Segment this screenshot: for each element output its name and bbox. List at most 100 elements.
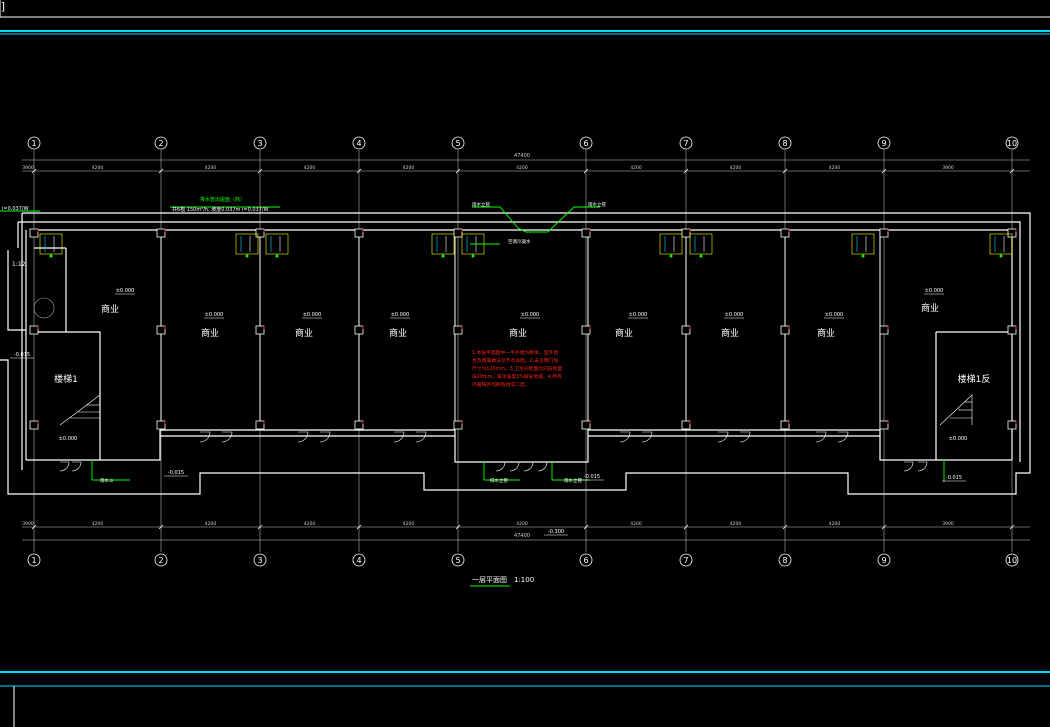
- fixture-drain: [245, 254, 249, 258]
- dim-tick: [1009, 168, 1015, 174]
- level-marks: -0.015-0.015-0.015-0.015-0.300: [10, 352, 966, 536]
- level-mark: -0.015: [14, 352, 30, 358]
- door-swing: [717, 431, 729, 443]
- axis-label: 4: [356, 556, 361, 565]
- column: [354, 420, 364, 430]
- door-swing: [393, 431, 405, 443]
- fixture-drain: [669, 254, 673, 258]
- axis-bubble: [679, 136, 693, 150]
- stair-symbols: [33, 297, 973, 426]
- dim-tick: [31, 168, 37, 174]
- axis-label: 2: [158, 139, 163, 148]
- dim-tick: [881, 524, 887, 530]
- column: [453, 325, 463, 335]
- red-note-line: 台及雨篷做法见节点详图。2.未注明门垛: [472, 357, 558, 364]
- segment-dim: 4200: [630, 521, 642, 527]
- red-note: 1.本层平面图中一半外墙为砌体，室外窗台及雨篷做法见节点详图。2.未注明门垛尺寸…: [472, 349, 562, 388]
- segment-dim: 4200: [205, 165, 217, 171]
- fixture-drain: [861, 254, 865, 258]
- level-mark: -0.300: [548, 529, 564, 535]
- green-label: 雨水立管: [564, 477, 582, 484]
- door-swing: [415, 431, 427, 443]
- room-label: 商业: [295, 327, 313, 339]
- column: [29, 420, 39, 430]
- room-elevation: ±0.000: [391, 312, 410, 318]
- level-mark: -0.015: [946, 475, 962, 481]
- column: [255, 420, 265, 430]
- axis-bubble: [352, 553, 366, 567]
- segment-dim: 4200: [92, 521, 104, 527]
- stair-label: 楼梯1: [54, 373, 78, 385]
- room-elevation: ±0.000: [205, 312, 224, 318]
- axis-label: 6: [583, 139, 588, 148]
- total-dim-bottom: 47400: [514, 533, 530, 539]
- red-note-line: 低20mm，排水坡度1%坡向地漏。4.所有: [472, 373, 562, 380]
- column: [879, 228, 889, 238]
- column: [354, 325, 364, 335]
- column: [156, 325, 166, 335]
- column: [581, 228, 591, 238]
- green-label: 空调冷凝水: [508, 238, 531, 245]
- room-elevation: ±0.000: [725, 312, 744, 318]
- axis-bubble: [778, 553, 792, 567]
- room-label: 商业: [615, 327, 633, 339]
- pipe-note-top: 排水管出屋面（商）: [200, 196, 245, 203]
- door-swing: [537, 461, 548, 472]
- segment-dim: 4200: [630, 165, 642, 171]
- green-label: 排水立管: [490, 477, 508, 484]
- red-note-line: 1.本层平面图中一半外墙为砌体，室外窗: [472, 349, 558, 356]
- room-elevation: ±0.000: [825, 312, 844, 318]
- axis-bubble: [451, 136, 465, 150]
- door-swing: [221, 431, 233, 443]
- fixture-box: [851, 233, 875, 255]
- column: [780, 420, 790, 430]
- axis-bubble: [154, 136, 168, 150]
- fixture-box: [431, 233, 455, 255]
- fixture-drain: [999, 254, 1003, 258]
- dim-tick: [1009, 524, 1015, 530]
- axis-bubble: [253, 136, 267, 150]
- fixture-box: [39, 233, 63, 255]
- fixture-box: [689, 233, 713, 255]
- axis-label: 1: [31, 139, 36, 148]
- green-labels: 雨水立管雨水立管空调冷凝水雨水斗排水立管雨水立管: [100, 201, 606, 484]
- axis-bubble: [778, 136, 792, 150]
- green-pipe-lines: [0, 206, 945, 587]
- green-label: 雨水立管: [588, 201, 606, 208]
- fixture-box: [659, 233, 683, 255]
- axis-label: 7: [683, 139, 688, 148]
- fixture-drain: [471, 254, 475, 258]
- segment-dim: 3900: [22, 165, 34, 171]
- axis-bubble: [27, 553, 41, 567]
- axis-bubble: [579, 553, 593, 567]
- door-swing: [815, 431, 827, 443]
- segment-dim: 4200: [516, 165, 528, 171]
- room-elevation: ±0.000: [116, 288, 135, 294]
- window-corner-bracket: ]: [0, 0, 7, 13]
- fixture-drain: [275, 254, 279, 258]
- room-label: 商业: [921, 302, 939, 314]
- segment-dim: 4200: [403, 165, 415, 171]
- door-swing: [297, 431, 309, 443]
- axis-bubble: [1005, 553, 1019, 567]
- column: [681, 420, 691, 430]
- drawing-scale: 1:100: [514, 576, 534, 584]
- axis-bubble: [352, 136, 366, 150]
- room-labels: 商业±0.000商业±0.000商业±0.000商业±0.000商业±0.000…: [101, 288, 944, 339]
- left-note: i=0.037/W: [2, 206, 29, 212]
- room-label: 商业: [389, 327, 407, 339]
- axis-bubble: [154, 553, 168, 567]
- segment-dim: 4200: [829, 165, 841, 171]
- segment-dim: 4200: [92, 165, 104, 171]
- dimension-lines: [22, 159, 1030, 541]
- fixture-box: [989, 233, 1013, 255]
- axis-label: 9: [881, 139, 886, 148]
- door-swing: [903, 461, 914, 472]
- column: [1007, 420, 1017, 430]
- fixture-drain: [699, 254, 703, 258]
- door-swing: [619, 431, 631, 443]
